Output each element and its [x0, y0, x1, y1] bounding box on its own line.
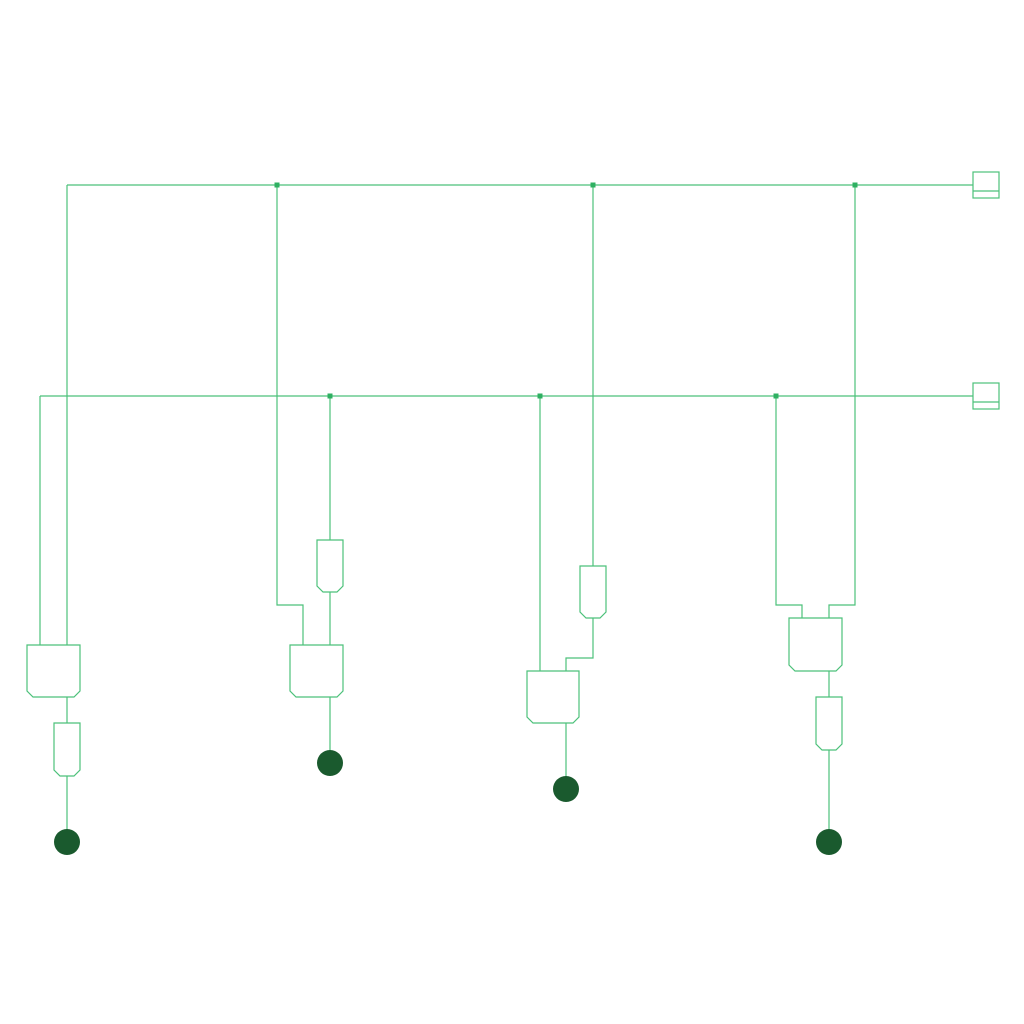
- output-node-3: [553, 776, 579, 802]
- junction-dot-4: [327, 393, 333, 399]
- junction-dot-3: [852, 182, 858, 188]
- output-node-2: [317, 750, 343, 776]
- wire-13: [565, 618, 594, 671]
- gate-large-3: [526, 670, 580, 724]
- gate-large-4: [788, 617, 843, 672]
- input-port-top[interactable]: [972, 171, 1000, 199]
- gate-small-1: [53, 722, 81, 777]
- gate-small-4: [815, 696, 843, 751]
- wire-15: [775, 396, 803, 618]
- junction-dot-6: [773, 393, 779, 399]
- wire-16: [828, 185, 856, 618]
- gate-small-2: [316, 539, 344, 593]
- junction-dot-2: [590, 182, 596, 188]
- input-port-bottom[interactable]: [972, 382, 1000, 410]
- gate-small-3: [579, 565, 607, 619]
- output-node-4: [816, 829, 842, 855]
- junction-dot-5: [537, 393, 543, 399]
- gate-large-1: [26, 644, 81, 698]
- wire-7: [276, 185, 304, 645]
- output-node-1: [54, 829, 80, 855]
- junction-dot-1: [274, 182, 280, 188]
- gate-large-2: [289, 644, 344, 698]
